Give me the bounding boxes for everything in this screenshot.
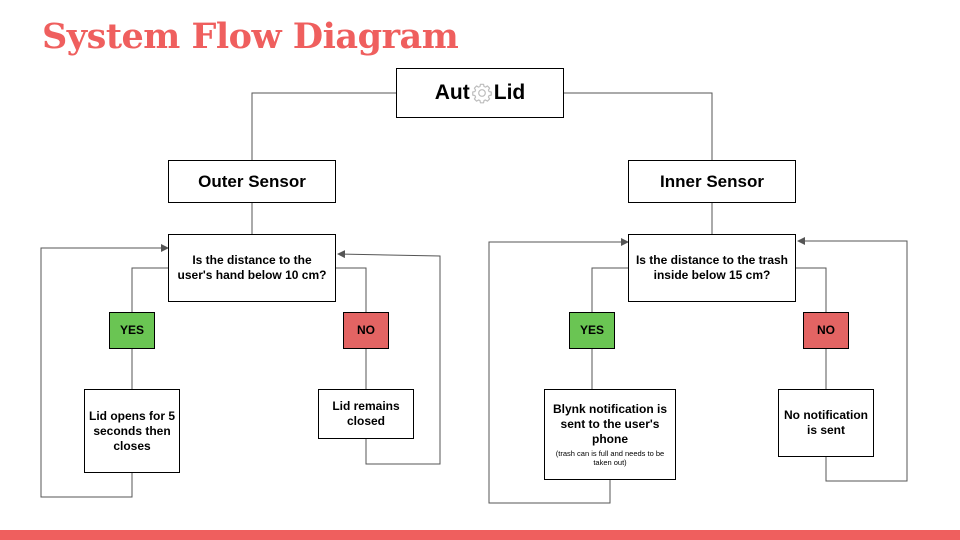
outer-question-node: Is the distance to the user's hand below… (168, 234, 336, 302)
inner-yes-result-text: Blynk notification is sent to the user's… (552, 402, 667, 446)
inner-no-result-node: No notification is sent (778, 389, 874, 457)
loop-outer-yes (40, 244, 169, 498)
inner-sensor-node: Inner Sensor (628, 160, 796, 203)
outer-yes-result-node: Lid opens for 5 seconds then closes (84, 389, 180, 473)
connector-inner-question-no (796, 267, 827, 312)
connector-inner-question-yes (591, 267, 628, 312)
outer-no-result-node: Lid remains closed (318, 389, 414, 439)
autolid-text-right: Lid (493, 80, 526, 104)
inner-yes-result-node: Blynk notification is sent to the user's… (544, 389, 676, 480)
connector-outer-question-yes (131, 267, 168, 312)
inner-yes-node: YES (569, 312, 615, 349)
loop-outer-no (337, 250, 441, 465)
loop-inner-no (797, 237, 908, 482)
outer-yes-node: YES (109, 312, 155, 349)
autolid-text-left: Aut (434, 80, 470, 104)
connector-root-outer (251, 92, 396, 160)
outer-no-node: NO (343, 312, 389, 349)
autolid-node: Aut Lid (396, 68, 564, 118)
bottom-accent-bar (0, 530, 960, 540)
inner-no-node: NO (803, 312, 849, 349)
connector-root-inner (564, 92, 713, 160)
inner-question-node: Is the distance to the trash inside belo… (628, 234, 796, 302)
page-title: System Flow Diagram (42, 16, 459, 57)
connector-outer-question-no (336, 267, 367, 312)
outer-sensor-node: Outer Sensor (168, 160, 336, 203)
loop-inner-yes (488, 238, 629, 504)
gear-icon (471, 83, 492, 104)
inner-yes-result-note: (trash can is full and needs to be taken… (555, 449, 665, 467)
